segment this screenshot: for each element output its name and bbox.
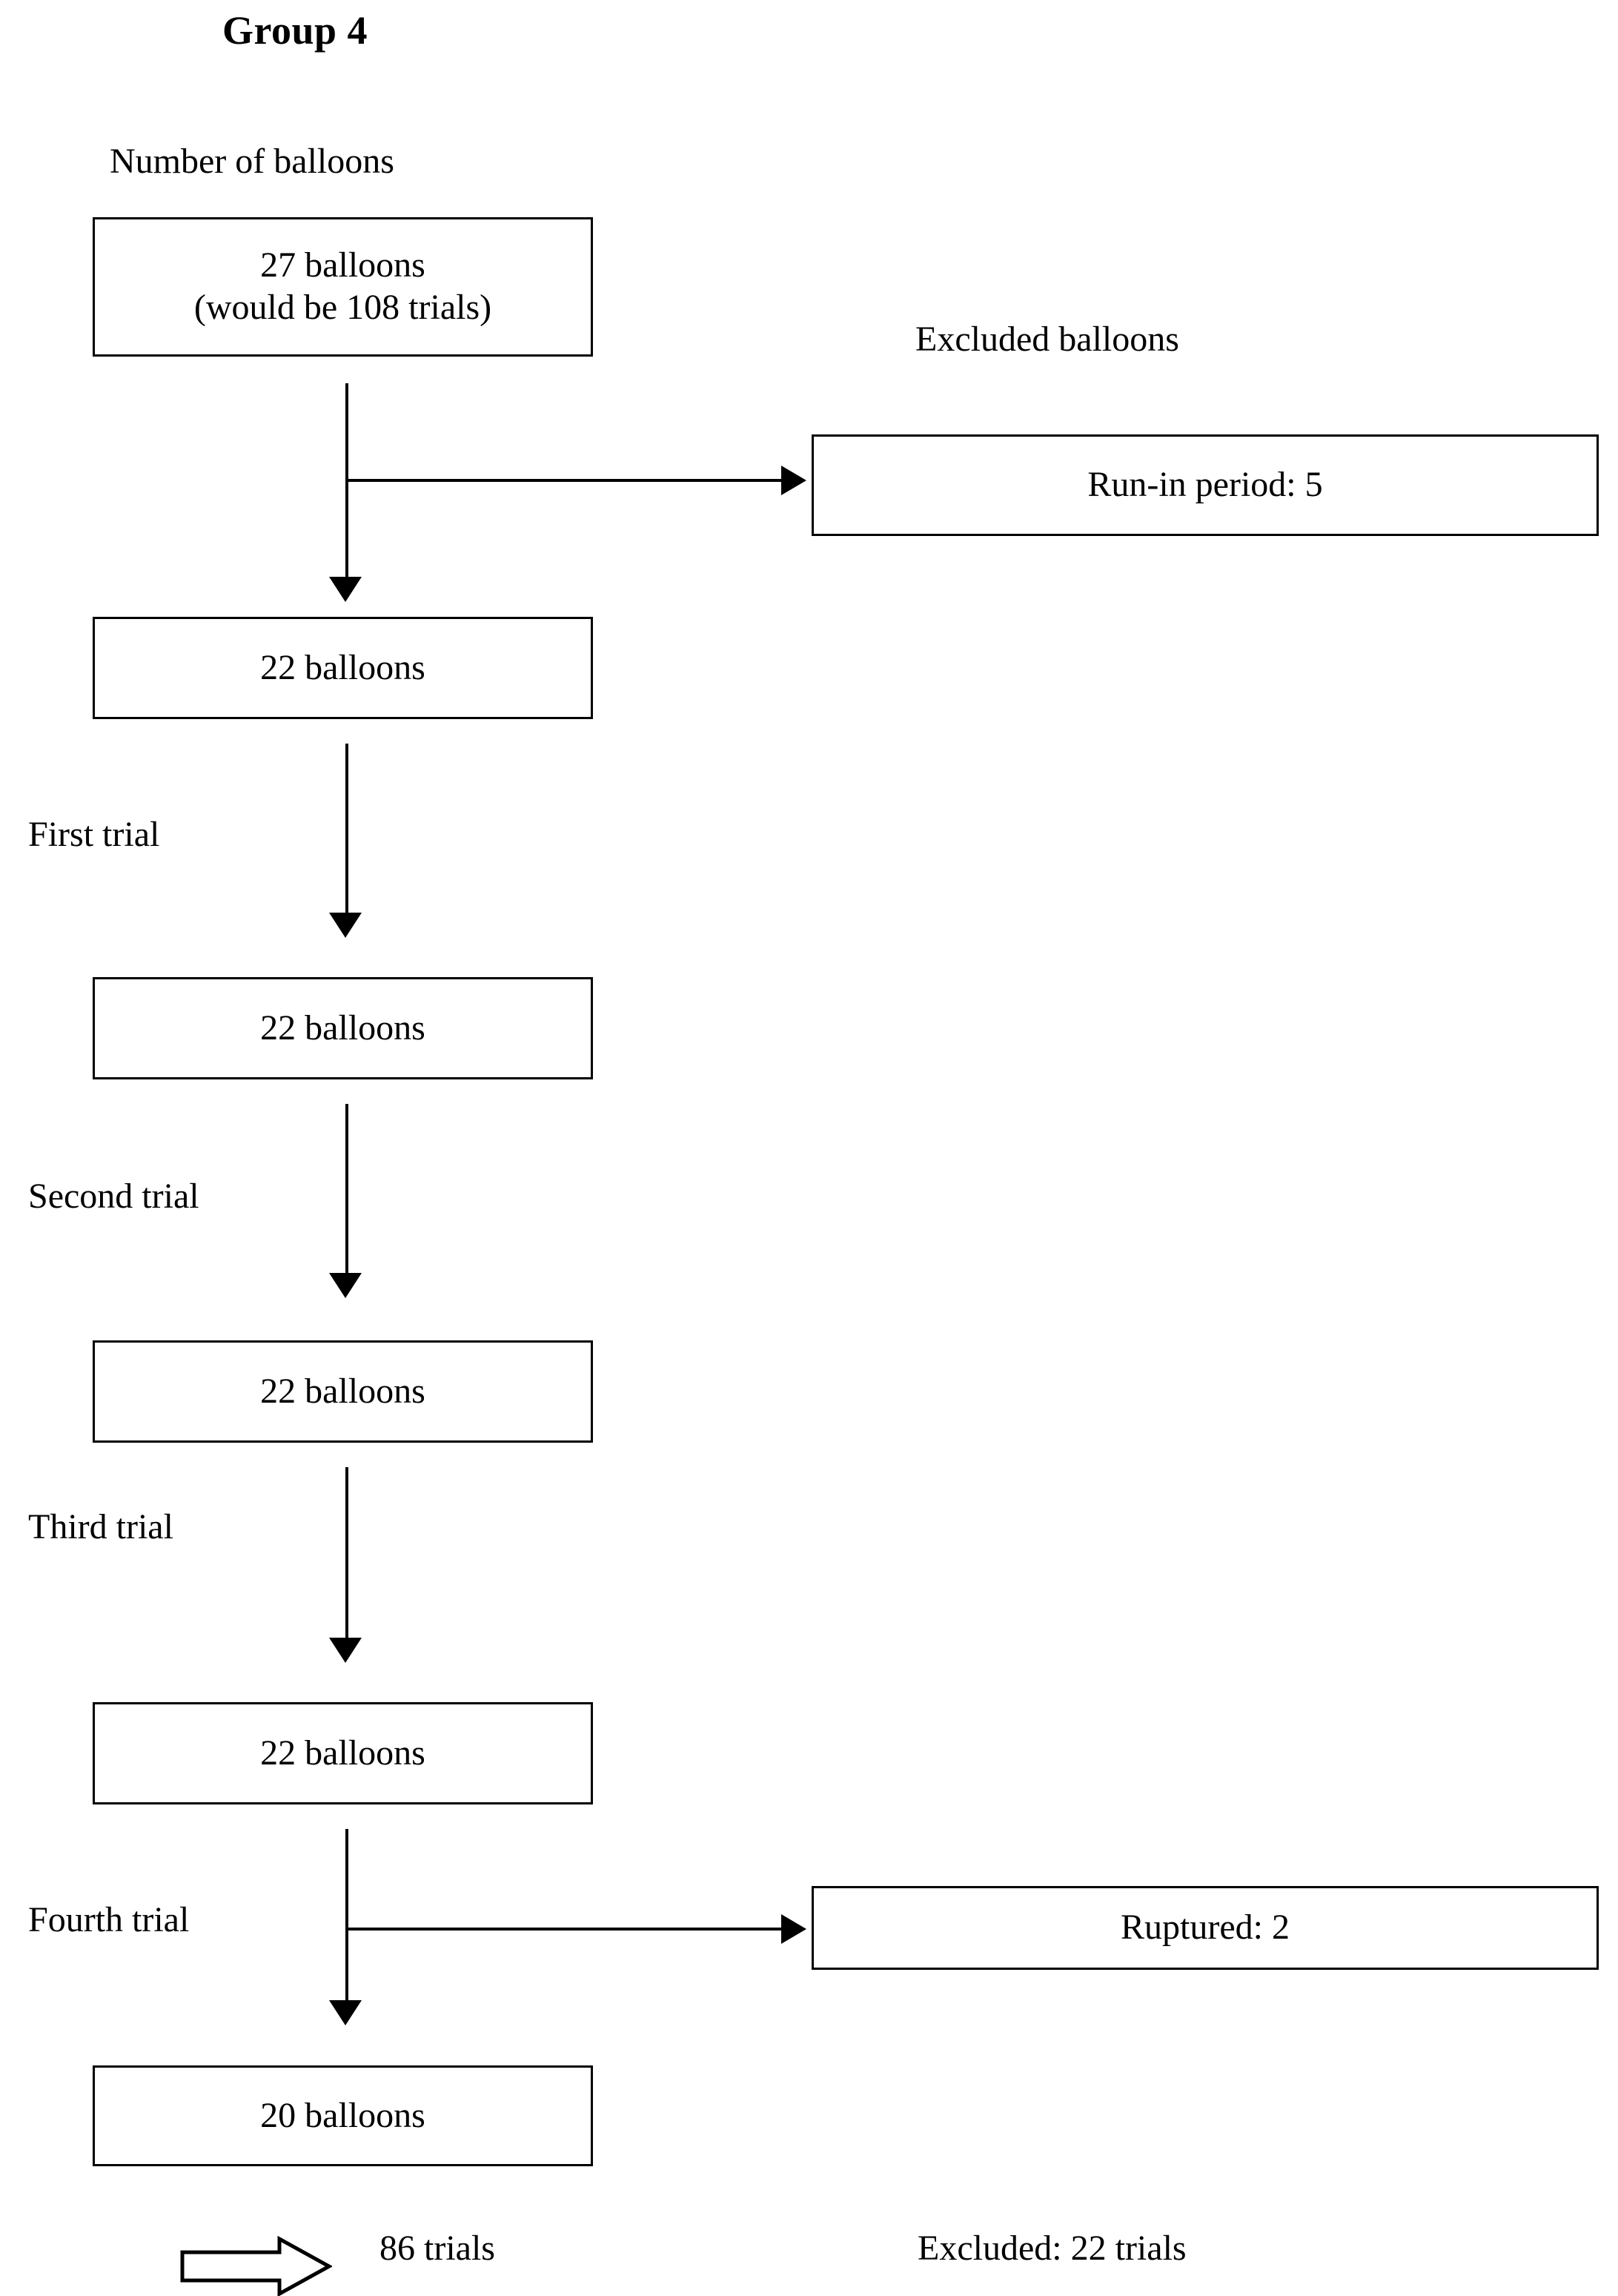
stage-label-first-trial: First trial bbox=[28, 815, 160, 854]
node-after-runin-label: 22 balloons bbox=[260, 647, 425, 687]
arrowhead-fourth-to-ruptured bbox=[781, 1914, 806, 1944]
node-after-third: 22 balloons bbox=[93, 1702, 593, 1804]
node-after-third-label: 22 balloons bbox=[260, 1733, 425, 1773]
arrowhead-start-to-runin bbox=[781, 466, 806, 495]
node-after-runin: 22 balloons bbox=[93, 617, 593, 719]
connector-second-trial bbox=[345, 1104, 348, 1276]
arrowhead-second-trial bbox=[329, 1273, 362, 1298]
connector-fourth-trial bbox=[345, 1829, 348, 2003]
stage-label-second-trial: Second trial bbox=[28, 1177, 199, 1216]
node-start-line-1: 27 balloons bbox=[260, 245, 425, 285]
arrowhead-third-trial bbox=[329, 1638, 362, 1663]
node-after-first: 22 balloons bbox=[93, 977, 593, 1079]
exclusion-box-runin: Run-in period: 5 bbox=[812, 434, 1599, 536]
connector-fourth-to-ruptured bbox=[345, 1928, 784, 1931]
exclusion-runin-label: Run-in period: 5 bbox=[1087, 465, 1323, 505]
node-start: 27 balloons (would be 108 trials) bbox=[93, 217, 593, 357]
node-start-line-2: (would be 108 trials) bbox=[193, 288, 492, 327]
node-final-label: 20 balloons bbox=[260, 2095, 425, 2135]
node-after-first-label: 22 balloons bbox=[260, 1008, 425, 1048]
connector-third-trial bbox=[345, 1467, 348, 1641]
stage-label-fourth-trial: Fourth trial bbox=[28, 1900, 190, 1939]
exclusion-box-ruptured: Ruptured: 2 bbox=[812, 1886, 1599, 1970]
node-after-second-label: 22 balloons bbox=[260, 1371, 425, 1411]
arrowhead-first-trial bbox=[329, 913, 362, 938]
connector-start-to-runin bbox=[345, 479, 784, 482]
left-column-header: Number of balloons bbox=[110, 142, 394, 181]
right-column-header: Excluded balloons bbox=[915, 320, 1179, 359]
arrowhead-start-to-afterrunin bbox=[329, 577, 362, 602]
connector-first-trial bbox=[345, 744, 348, 916]
footer-included-trials: 86 trials bbox=[379, 2229, 495, 2268]
page-title: Group 4 bbox=[222, 8, 368, 53]
footer-excluded-trials: Excluded: 22 trials bbox=[918, 2229, 1187, 2268]
block-arrow-icon bbox=[180, 2235, 332, 2296]
node-final: 20 balloons bbox=[93, 2065, 593, 2166]
exclusion-ruptured-label: Ruptured: 2 bbox=[1121, 1908, 1290, 1948]
stage-label-third-trial: Third trial bbox=[28, 1507, 173, 1546]
node-after-second: 22 balloons bbox=[93, 1340, 593, 1443]
arrowhead-fourth-trial bbox=[329, 2000, 362, 2025]
